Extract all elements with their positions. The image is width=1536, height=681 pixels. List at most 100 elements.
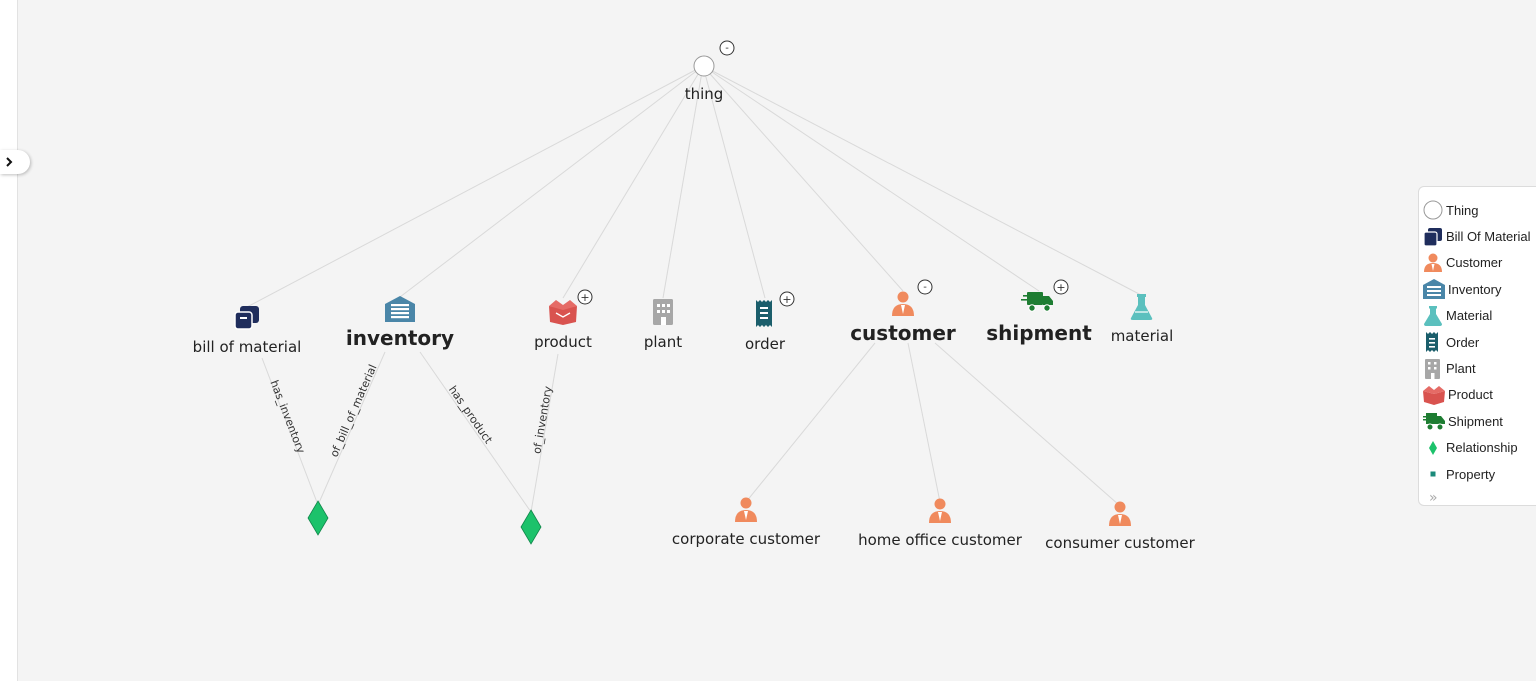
edge-thing-product xyxy=(562,65,704,299)
node-bill-of-material[interactable]: bill of material xyxy=(193,306,302,356)
edges xyxy=(246,65,1142,513)
collapse-toggle-thing[interactable]: - xyxy=(719,40,735,56)
node-label: corporate customer xyxy=(672,530,821,548)
edge-product-rel2 xyxy=(530,353,559,513)
expand-toggle-order[interactable]: + xyxy=(779,291,795,307)
edge-thing-bill-of-material xyxy=(246,65,704,308)
plant-icon xyxy=(653,299,673,325)
order-icon xyxy=(756,300,772,327)
node-customer[interactable]: customer xyxy=(850,291,956,346)
node-shipment[interactable]: shipment xyxy=(986,292,1092,345)
legend-label: Bill Of Material xyxy=(1446,229,1531,245)
bill-of-material-icon xyxy=(1423,227,1442,247)
product-icon xyxy=(549,300,577,325)
legend-item-property: Property xyxy=(1419,461,1536,487)
chevron-right-icon xyxy=(6,157,13,167)
relationship-diamond-icon[interactable] xyxy=(520,509,542,545)
node-label: shipment xyxy=(986,321,1092,345)
relationship-diamond-icon xyxy=(1429,440,1437,455)
edge-thing-shipment xyxy=(702,65,1040,292)
property-square-icon xyxy=(1430,471,1436,477)
customer-icon xyxy=(892,291,914,316)
legend-item-thing: Thing xyxy=(1419,197,1536,223)
svg-text:+: + xyxy=(782,293,791,306)
plant-icon xyxy=(1425,358,1440,379)
collapse-toggle-customer[interactable]: - xyxy=(917,279,933,295)
expand-toggle-shipment[interactable]: + xyxy=(1053,279,1069,295)
inventory-icon xyxy=(385,296,415,322)
legend-item-bill-of-material: Bill Of Material xyxy=(1419,223,1536,249)
inventory-icon xyxy=(1423,279,1445,300)
node-label: product xyxy=(534,333,592,351)
svg-text:+: + xyxy=(1056,281,1065,294)
legend-item-customer: Customer xyxy=(1419,250,1536,276)
relationship-diamond-icon[interactable] xyxy=(307,500,329,536)
legend-panel: Thing Bill Of Material Customer Inventor… xyxy=(1418,186,1536,506)
legend-item-relationship: Relationship xyxy=(1419,435,1536,461)
node-material[interactable]: material xyxy=(1111,294,1174,345)
edge-thing-customer xyxy=(702,65,904,292)
node-label: inventory xyxy=(346,326,454,350)
customer-icon xyxy=(929,498,951,523)
node-product[interactable]: product xyxy=(534,300,592,351)
legend-label: Shipment xyxy=(1448,413,1503,429)
shipment-icon xyxy=(1423,413,1445,431)
edge-thing-order xyxy=(702,65,766,299)
node-label: material xyxy=(1111,327,1174,345)
legend-label: Inventory xyxy=(1448,281,1502,297)
thing-circle-icon xyxy=(1423,200,1443,220)
legend-label: Plant xyxy=(1446,361,1476,377)
edge-inventory-rel2 xyxy=(419,351,532,513)
edge-customer-consumer xyxy=(934,342,1120,506)
edge-bom-rel1 xyxy=(261,357,319,506)
edge-thing-material xyxy=(702,65,1142,296)
legend-label: Customer xyxy=(1446,255,1503,271)
legend-label: Thing xyxy=(1446,202,1479,218)
legend-label: Material xyxy=(1446,308,1493,324)
svg-text:-: - xyxy=(923,282,927,293)
node-inventory[interactable]: inventory xyxy=(346,296,454,350)
node-label: order xyxy=(745,335,786,353)
edge-customer-home-office xyxy=(907,342,941,503)
node-label: home office customer xyxy=(858,531,1023,549)
edge-thing-inventory xyxy=(399,65,704,298)
svg-text:+: + xyxy=(580,291,589,304)
customer-icon xyxy=(735,497,757,522)
node-label: bill of material xyxy=(193,338,302,356)
legend-item-shipment: Shipment xyxy=(1419,408,1536,434)
expand-sidebar-button[interactable] xyxy=(0,150,30,174)
node-corporate-customer[interactable]: corporate customer xyxy=(672,497,821,549)
node-label: plant xyxy=(644,333,682,351)
edge-inventory-rel1 xyxy=(317,351,386,506)
legend-label: Property xyxy=(1446,466,1496,482)
legend-item-product: Product xyxy=(1419,382,1536,408)
edge-label-of-inventory: of_inventory xyxy=(530,385,554,455)
node-plant[interactable]: plant xyxy=(644,299,682,351)
edge-label-has-product: has_product xyxy=(446,383,495,446)
customer-icon xyxy=(1424,253,1442,272)
legend-label: Order xyxy=(1446,334,1480,350)
legend-item-inventory: Inventory xyxy=(1419,276,1536,302)
legend-item-plant: Plant xyxy=(1419,355,1536,381)
bill-of-material-icon xyxy=(234,306,259,330)
legend-label: Product xyxy=(1448,387,1493,403)
thing-circle-icon xyxy=(693,55,715,77)
node-thing[interactable]: thing xyxy=(685,55,724,103)
node-order[interactable]: order xyxy=(745,300,786,353)
product-icon xyxy=(1423,385,1445,405)
node-home-office-customer[interactable]: home office customer xyxy=(858,498,1023,550)
customer-icon xyxy=(1109,501,1131,526)
expand-toggle-product[interactable]: + xyxy=(577,289,593,305)
svg-text:-: - xyxy=(725,43,729,54)
edge-customer-corporate xyxy=(745,342,876,503)
order-icon xyxy=(1426,332,1438,353)
legend-expand-button[interactable]: » xyxy=(1429,490,1438,507)
edge-label-of-bill-of-material: of_bill_of_material xyxy=(328,363,380,460)
legend-label: Relationship xyxy=(1446,440,1518,456)
shipment-icon xyxy=(1021,292,1053,312)
node-label: thing xyxy=(685,85,724,103)
material-icon xyxy=(1130,294,1153,320)
legend-item-material: Material xyxy=(1419,303,1536,329)
node-consumer-customer[interactable]: consumer customer xyxy=(1045,501,1196,553)
